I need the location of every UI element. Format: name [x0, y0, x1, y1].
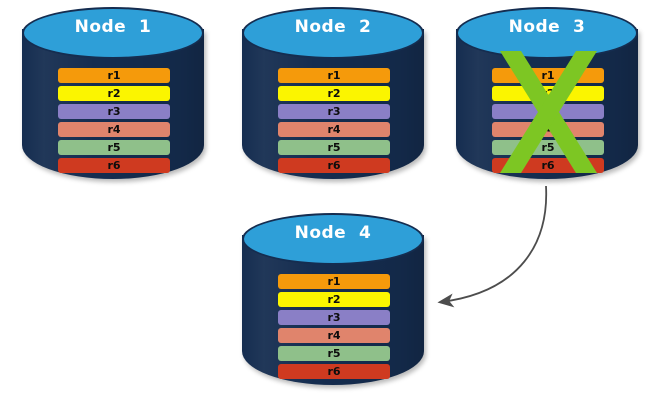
- node-2-records: r1 r2 r3 r4 r5 r6: [278, 68, 390, 173]
- node-4-records: r1 r2 r3 r4 r5 r6: [278, 274, 390, 379]
- node-4-record-r4[interactable]: r4: [278, 328, 390, 343]
- node-4-record-r3[interactable]: r3: [278, 310, 390, 325]
- node-1-record-r2[interactable]: r2: [58, 86, 170, 101]
- node-3-record-r1[interactable]: r1: [492, 68, 604, 83]
- node-2-title: Node 2: [294, 17, 372, 37]
- node-2-record-r4[interactable]: r4: [278, 122, 390, 137]
- node-4-title: Node 4: [294, 223, 372, 243]
- node-3-records: r1 r2 r3 r4 r5 r6: [492, 68, 604, 173]
- node-2-record-r2[interactable]: r2: [278, 86, 390, 101]
- node-4-cylinder-top: [242, 213, 424, 265]
- node-1-records: r1 r2 r3 r4 r5 r6: [58, 68, 170, 173]
- node-1[interactable]: Node 1 r1 r2 r3 r4 r5 r6: [22, 7, 204, 189]
- node-3-record-r5[interactable]: r5: [492, 140, 604, 155]
- node-2-record-r6[interactable]: r6: [278, 158, 390, 173]
- node-1-title: Node 1: [74, 17, 152, 37]
- node-1-record-r4[interactable]: r4: [58, 122, 170, 137]
- node-2[interactable]: Node 2 r1 r2 r3 r4 r5 r6: [242, 7, 424, 189]
- node-4[interactable]: Node 4 r1 r2 r3 r4 r5 r6: [242, 213, 424, 395]
- node-3[interactable]: Node 3 r1 r2 r3 r4 r5 r6: [456, 7, 638, 189]
- node-3-record-r6[interactable]: r6: [492, 158, 604, 173]
- node-3-record-r2[interactable]: r2: [492, 86, 604, 101]
- node-3-record-r4[interactable]: r4: [492, 122, 604, 137]
- node-1-record-r5[interactable]: r5: [58, 140, 170, 155]
- node-4-record-r2[interactable]: r2: [278, 292, 390, 307]
- node-2-record-r5[interactable]: r5: [278, 140, 390, 155]
- node-2-record-r3[interactable]: r3: [278, 104, 390, 119]
- curved-arrow-icon: [437, 185, 548, 308]
- node-3-title: Node 3: [508, 17, 586, 37]
- node-4-record-r1[interactable]: r1: [278, 274, 390, 289]
- node-1-record-r6[interactable]: r6: [58, 158, 170, 173]
- node-2-record-r1[interactable]: r1: [278, 68, 390, 83]
- node-4-record-r5[interactable]: r5: [278, 346, 390, 361]
- node-1-cylinder-top: [22, 7, 204, 59]
- node-2-cylinder-top: [242, 7, 424, 59]
- node-1-record-r1[interactable]: r1: [58, 68, 170, 83]
- node-1-record-r3[interactable]: r3: [58, 104, 170, 119]
- node-3-record-r3[interactable]: r3: [492, 104, 604, 119]
- node-4-record-r6[interactable]: r6: [278, 364, 390, 379]
